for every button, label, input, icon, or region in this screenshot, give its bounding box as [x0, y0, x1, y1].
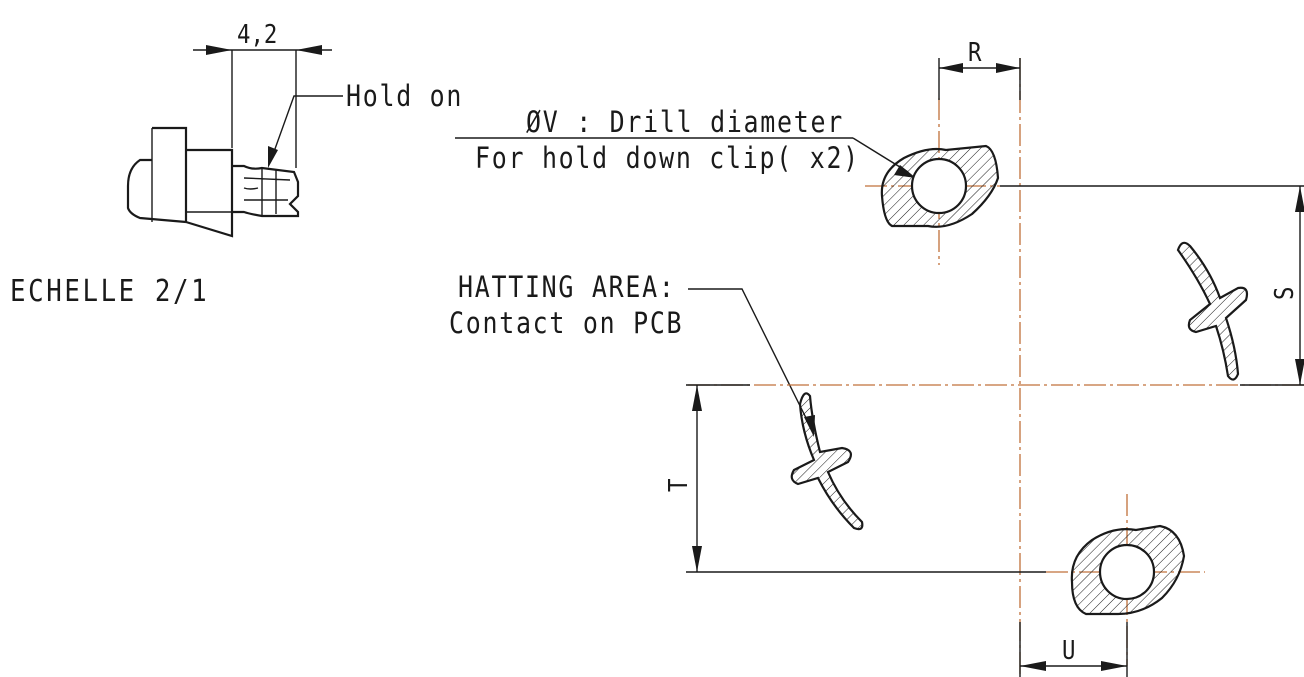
dimension-t — [686, 384, 1046, 573]
hatching-note-line1: HATTING AREA: — [458, 270, 676, 304]
drill-note-line1: ØV : Drill diameter — [526, 105, 844, 139]
dimension-clip-width-label: 4,2 — [237, 20, 278, 50]
drill-note-line2: For hold down clip( x2) — [475, 141, 860, 175]
drill-pad-top — [880, 144, 1000, 228]
hatching-note-leader — [688, 288, 815, 437]
dimension-s-label: S — [1270, 286, 1300, 300]
scale-label: ECHELLE 2/1 — [10, 274, 210, 309]
clip-side-view — [126, 126, 300, 238]
hatching-note-line2: Contact on PCB — [449, 306, 684, 340]
dimension-r-label: R — [968, 38, 982, 68]
contact-slot-left — [790, 392, 864, 531]
contact-slot-right — [1176, 241, 1249, 381]
hold-on-leader — [268, 95, 343, 168]
dimension-u-label: U — [1062, 636, 1076, 666]
dimension-s — [1000, 185, 1304, 386]
dimension-clip-width — [193, 45, 332, 168]
dimension-t-label: T — [664, 478, 694, 492]
drill-pad-bottom — [1070, 524, 1186, 616]
hold-on-label: Hold on — [346, 79, 464, 113]
dimension-r — [938, 58, 1021, 100]
dimension-u — [1019, 622, 1128, 677]
